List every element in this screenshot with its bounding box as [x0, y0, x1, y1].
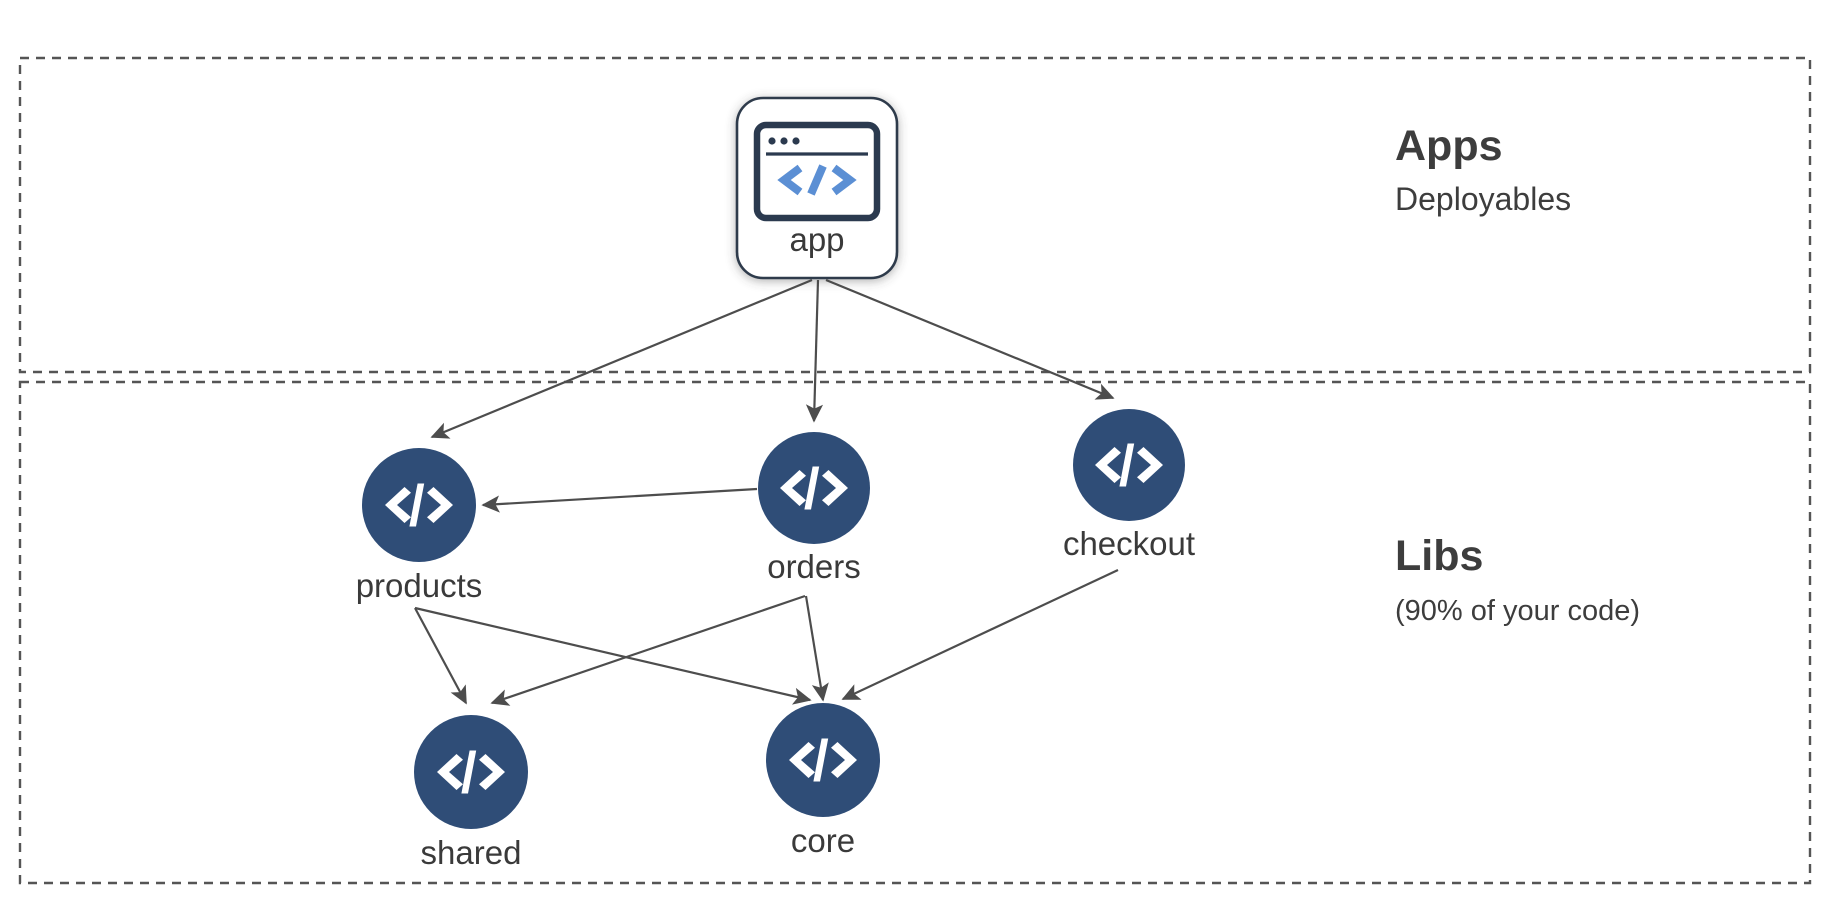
- node-app-label: app: [789, 221, 844, 258]
- node-shared-label: shared: [421, 834, 522, 871]
- node-shared[interactable]: shared: [414, 715, 528, 871]
- zone-libs-subtitle: (90% of your code): [1395, 595, 1640, 627]
- node-checkout[interactable]: checkout: [1063, 409, 1195, 562]
- edge-app-to-checkout: [825, 278, 1115, 400]
- edge-app-to-products: [430, 278, 813, 439]
- zone-apps-subtitle: Deployables: [1395, 181, 1571, 217]
- node-orders-label: orders: [767, 548, 861, 585]
- zone-libs-border: [18, 380, 1812, 885]
- node-products[interactable]: products: [356, 448, 483, 604]
- zone-libs-title: Libs: [1395, 532, 1483, 580]
- browser-window-code-icon: [753, 121, 881, 222]
- node-orders[interactable]: orders: [758, 432, 870, 585]
- zone-apps: Apps Deployables: [18, 56, 1812, 374]
- node-products-label: products: [356, 567, 483, 604]
- edge-orders-to-core: [804, 595, 829, 702]
- edge-products-to-core: [414, 606, 812, 705]
- zone-apps-border: [18, 56, 1812, 374]
- node-app[interactable]: app: [735, 96, 899, 280]
- edge-products-to-shared: [414, 607, 467, 705]
- node-core[interactable]: core: [766, 703, 880, 859]
- node-checkout-label: checkout: [1063, 525, 1195, 562]
- edge-orders-to-products: [481, 487, 758, 513]
- edge-orders-to-shared: [490, 594, 806, 706]
- edge-app-to-orders: [805, 279, 824, 423]
- zone-apps-title: Apps: [1395, 122, 1503, 170]
- edge-layer: [414, 278, 1119, 706]
- node-core-label: core: [791, 822, 855, 859]
- edge-checkout-to-core: [841, 569, 1119, 700]
- zone-libs: Libs (90% of your code): [18, 380, 1812, 885]
